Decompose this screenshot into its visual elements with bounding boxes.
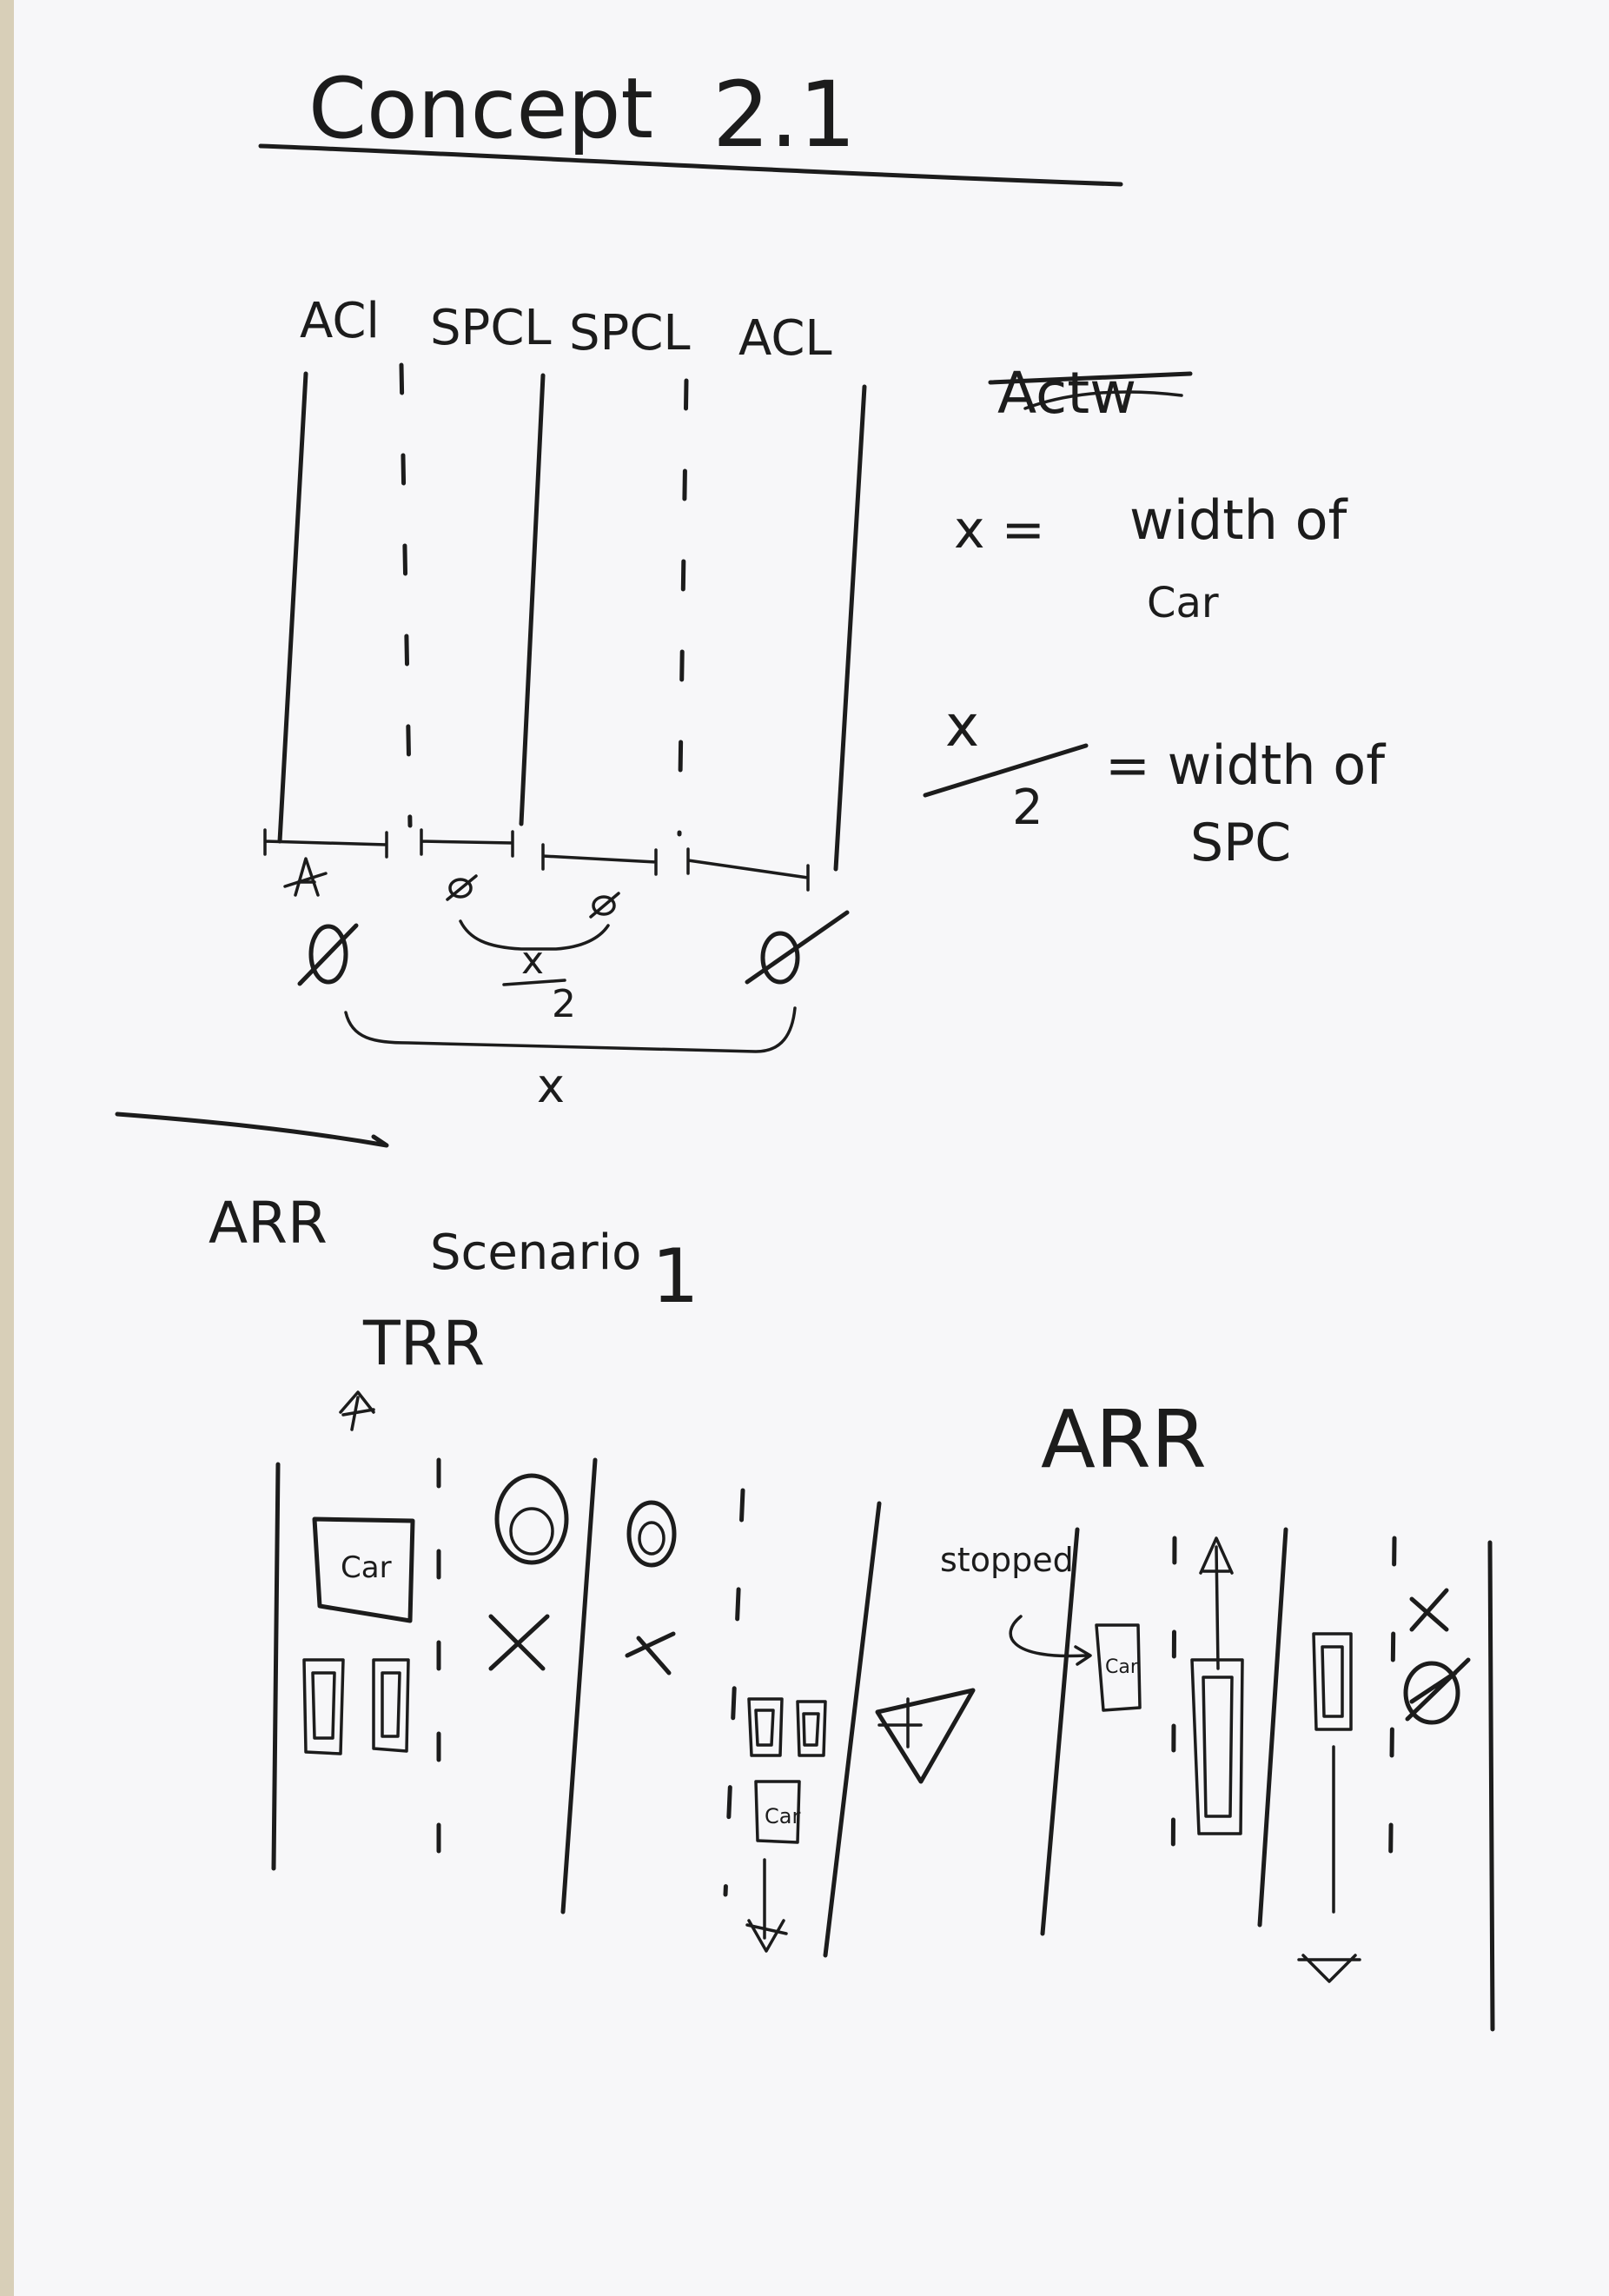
up-arrow-top: [339, 1390, 375, 1431]
car-box-small-3: [747, 1697, 784, 1757]
svg-text:2: 2: [1012, 780, 1043, 836]
long-car-box: [1190, 1658, 1244, 1835]
lane-diagram-top: ACl SPCL SPCL ACL: [263, 293, 867, 1113]
arr-lane-line-5: [1487, 1540, 1495, 2032]
svg-text:Car: Car: [341, 1550, 392, 1585]
empty-set-right: [745, 910, 850, 985]
arr-left-label: ARR: [209, 1190, 328, 1257]
arr-lane-line-1: [1040, 1527, 1080, 1936]
x-definition-rhs: width of: [1129, 488, 1349, 552]
car-box-small-2: [372, 1658, 410, 1753]
half-definition-spc: SPC: [1190, 813, 1291, 873]
crossed-word: Actw: [988, 360, 1193, 427]
down-arrow-left: [745, 1858, 788, 1953]
lane-label-spcl-1: SPCL: [430, 300, 552, 356]
empty-set-left: [297, 923, 359, 986]
trr-lane-line-4: [723, 1488, 745, 1897]
width-brackets: [263, 828, 810, 892]
arr-right-label: ARR: [1041, 1393, 1207, 1486]
scenario-number: 1: [652, 1233, 699, 1320]
x-definition-car: Car: [1147, 579, 1219, 627]
x-mark-right: [1409, 1588, 1449, 1632]
round-object-right: [1403, 1657, 1471, 1725]
trr-lane-line-1: [271, 1462, 281, 1871]
lane-label-acl-right: ACL: [738, 310, 832, 367]
half-definition-rhs: = width of: [1105, 733, 1387, 797]
scenario-label: Scenario: [430, 1224, 641, 1281]
struck-a-mark: [283, 857, 328, 897]
stopped-pointer-arrow: [1009, 1615, 1092, 1666]
lane-line-dashed-1: [399, 362, 413, 828]
title-block: Concept 2.1: [258, 60, 1123, 187]
definitions-block: Actw x = width of Car x 2 = width of SPC: [923, 360, 1387, 873]
up-arrow-right: [1199, 1536, 1234, 1670]
arr-lane-line-3: [1257, 1527, 1288, 1928]
stopped-label: stopped: [940, 1541, 1074, 1579]
car-box-small-4: [796, 1700, 827, 1757]
title-underline: [258, 143, 1123, 187]
svg-text:Car: Car: [765, 1804, 800, 1828]
half-definition-fraction: x 2: [923, 693, 1089, 836]
arr-road: stopped Car: [940, 1527, 1495, 2032]
down-arrow-right: [1297, 1745, 1361, 1983]
paper-edge: [0, 0, 14, 2296]
trr-label: TRR: [362, 1308, 485, 1379]
svg-text:2: 2: [552, 982, 576, 1026]
arr-lane-line-4: [1387, 1536, 1397, 1906]
car-box-large: Car: [312, 1516, 415, 1623]
car-box-right-lane: [1312, 1632, 1353, 1731]
empty-set-small-2: [589, 892, 620, 919]
svg-text:x: x: [945, 693, 979, 760]
transition-arrow: [875, 1688, 976, 1784]
car-box-small-5: Car: [754, 1780, 801, 1844]
title-text: Concept: [308, 60, 653, 157]
trr-road: Car: [271, 1390, 882, 1958]
lane-line-solid-2: [519, 373, 546, 826]
round-object-1: [494, 1473, 569, 1565]
lane-line-solid-3: [833, 384, 867, 872]
lane-line-dashed-2: [677, 378, 689, 837]
lane-label-spcl-2: SPCL: [569, 305, 691, 362]
x-mark-2: [625, 1631, 676, 1676]
half-width-brace: [459, 919, 610, 951]
arr-lane-line-2: [1170, 1536, 1177, 1910]
lane-label-acl-left: ACl: [300, 293, 380, 349]
car-box-small-1: [302, 1658, 345, 1755]
x-mark-1: [488, 1614, 550, 1671]
round-object-2: [626, 1500, 677, 1568]
svg-text:x: x: [521, 939, 544, 983]
title-number: 2.1: [712, 62, 856, 168]
trr-lane-line-5: [823, 1501, 882, 1958]
half-width-label: x 2: [502, 939, 576, 1026]
stopped-car-box: Car: [1095, 1623, 1142, 1712]
svg-text:Car: Car: [1105, 1656, 1139, 1678]
empty-set-small-1: [446, 874, 478, 901]
trr-lane-line-3: [560, 1457, 598, 1914]
full-width-brace: [344, 1006, 797, 1053]
x-definition-lhs: x =: [954, 500, 1045, 561]
section-divider-arrow: [115, 1112, 389, 1148]
lane-line-solid-1: [277, 371, 308, 844]
full-width-label: x: [537, 1058, 565, 1113]
scenario-header: ARR Scenario 1 TRR ARR: [209, 1190, 1207, 1486]
